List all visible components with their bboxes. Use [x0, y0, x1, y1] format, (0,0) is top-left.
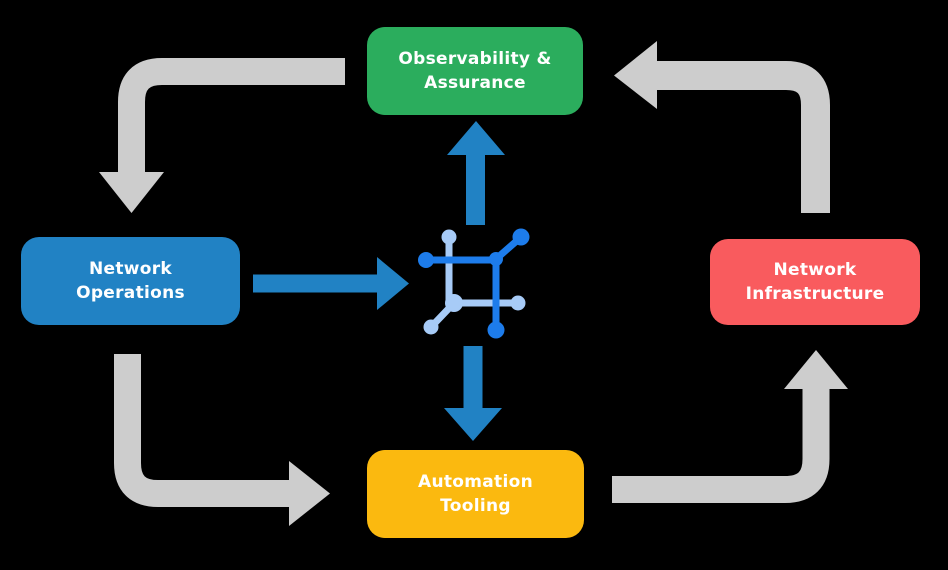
- node-observability-assurance: Observability & Assurance: [367, 27, 583, 115]
- node-label-line2: Infrastructure: [745, 284, 885, 304]
- node-label-line1: Network: [773, 260, 857, 280]
- arrow-head-right: [377, 257, 409, 310]
- arrow-head-down: [444, 408, 502, 441]
- data-arrow-operations-to-center: [253, 257, 409, 310]
- flow-arrow-operations-to-automation: [114, 354, 330, 526]
- node-label-line2: Operations: [76, 283, 185, 303]
- node-label-line1: Automation: [418, 472, 533, 492]
- data-arrow-center-to-automation: [444, 346, 502, 441]
- arrow-head-up: [784, 350, 848, 389]
- flow-arrow-observability-to-operations: [99, 58, 345, 213]
- arrow-head-right: [289, 461, 330, 526]
- arrow-head-left: [614, 41, 657, 109]
- data-arrow-center-to-observability: [447, 121, 505, 225]
- node-automation-tooling: Automation Tooling: [367, 450, 584, 538]
- node-label-line2: Assurance: [424, 73, 526, 93]
- node-network-operations: Network Operations: [21, 237, 240, 325]
- node-label-line2: Tooling: [440, 496, 511, 516]
- node-label-line1: Network: [88, 259, 173, 279]
- arrow-head-down: [99, 172, 164, 213]
- network-automation-platform-icon: [418, 228, 530, 339]
- flow-arrow-infrastructure-to-observability: [614, 41, 830, 213]
- arrow-head-up: [447, 121, 505, 155]
- node-network-infrastructure: Network Infrastructure: [710, 239, 920, 325]
- node-label-line1: Observability &: [398, 49, 552, 69]
- flow-arrow-automation-to-infrastructure: [612, 350, 848, 503]
